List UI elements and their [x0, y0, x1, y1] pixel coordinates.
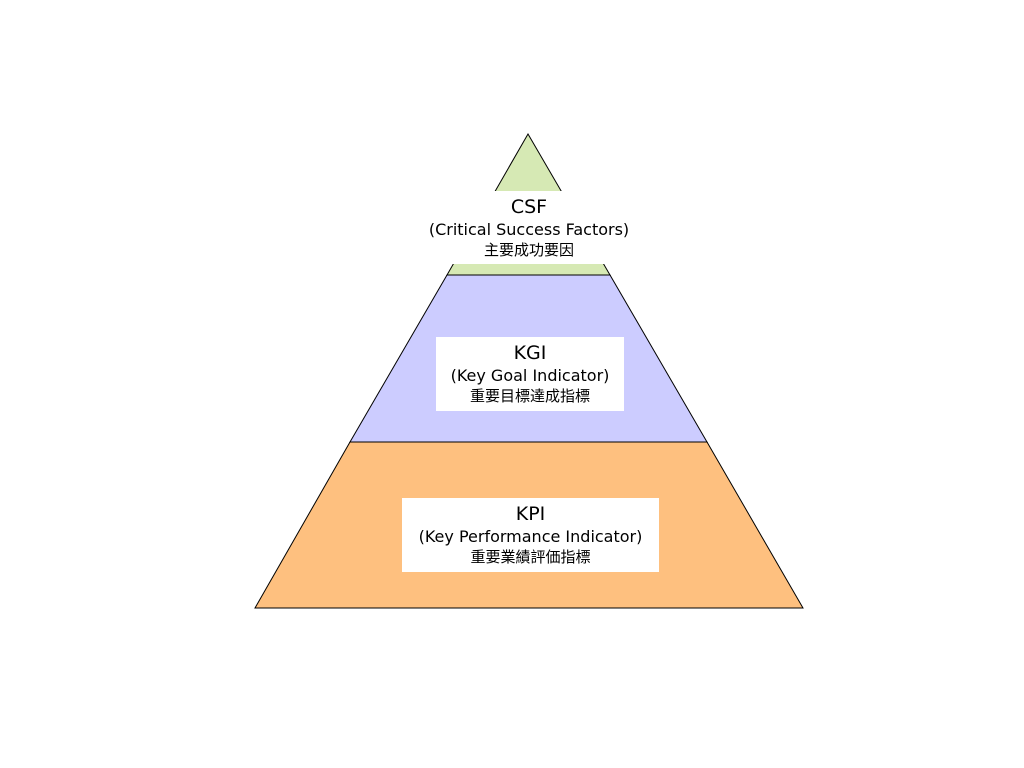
kgi-label-box: KGI (Key Goal Indicator) 重要目標達成指標: [436, 337, 624, 411]
kgi-japanese: 重要目標達成指標: [469, 387, 590, 405]
kgi-subtitle: (Key Goal Indicator): [450, 366, 610, 385]
csf-title: CSF: [510, 195, 548, 218]
kpi-japanese: 重要業績評価指標: [470, 548, 591, 566]
csf-label-box: CSF (Critical Success Factors) 主要成功要因: [421, 191, 637, 264]
csf-subtitle: (Critical Success Factors): [428, 219, 630, 239]
kgi-title: KGI: [513, 342, 547, 364]
kpi-title: KPI: [515, 503, 546, 525]
kpi-subtitle: (Key Performance Indicator): [418, 527, 643, 546]
kpi-label-box: KPI (Key Performance Indicator) 重要業績評価指標: [402, 498, 659, 572]
csf-japanese: 主要成功要因: [483, 240, 574, 259]
